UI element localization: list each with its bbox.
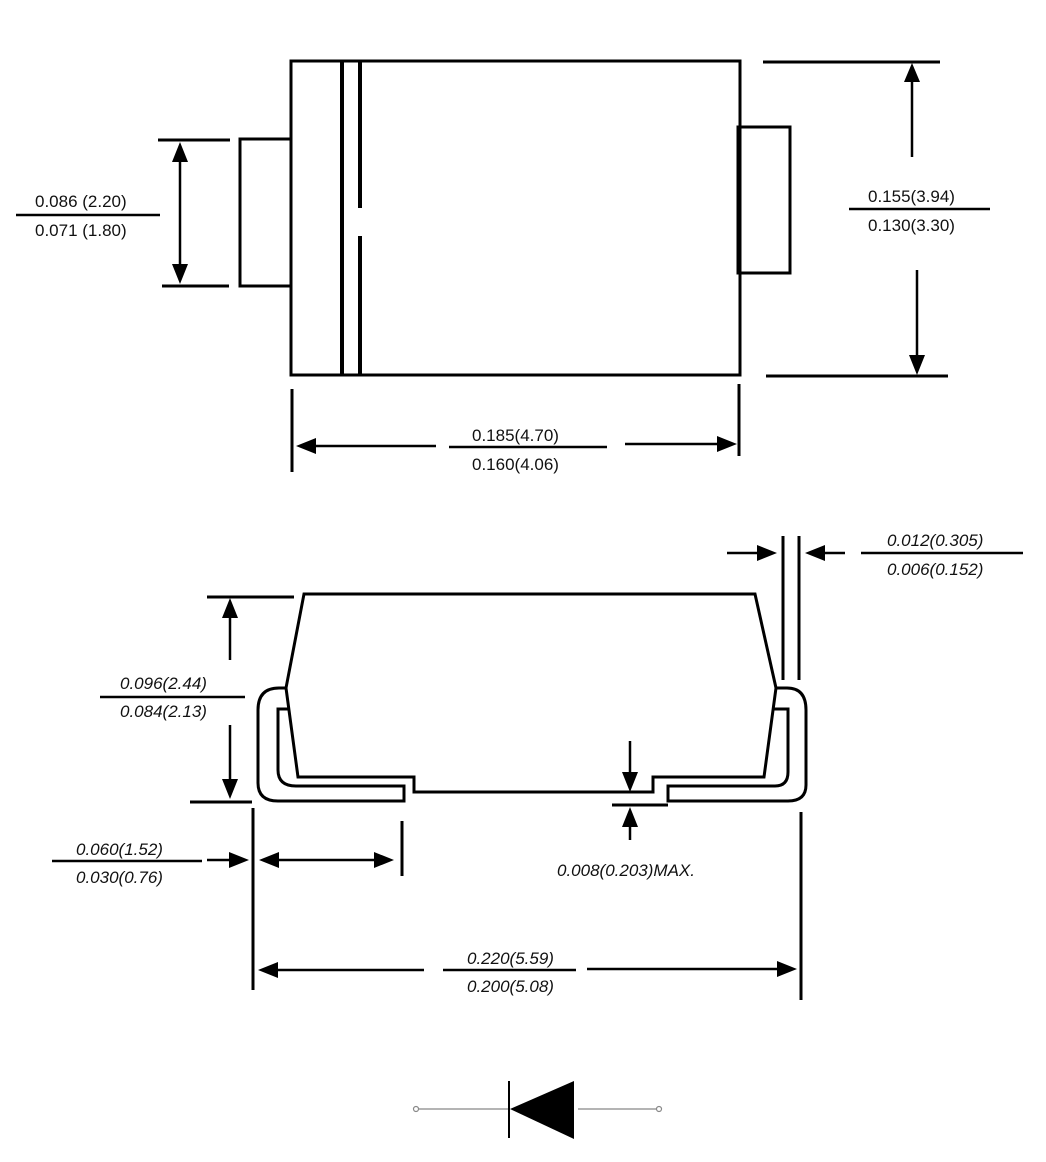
left-lead [238, 137, 293, 288]
arrow-down-icon [622, 772, 638, 792]
arrow-up-icon [172, 142, 188, 162]
arrow-right-icon [374, 852, 394, 868]
lead-height-max: 0.086 (2.20) [35, 192, 127, 211]
overall-height-max: 0.096(2.44) [120, 674, 207, 693]
arrow-right-icon [777, 961, 797, 977]
side-view: 0.012(0.305) 0.006(0.152) 0.096(2.44) 0.… [52, 531, 1023, 1000]
arrow-up-icon [622, 807, 638, 827]
lead-length-min: 0.030(0.76) [76, 868, 163, 887]
left-lead-profile [256, 686, 406, 803]
standoff-max: 0.008(0.203)MAX. [557, 861, 695, 880]
body-length-min: 0.160(4.06) [472, 455, 559, 474]
lead-thickness-min: 0.006(0.152) [887, 560, 983, 579]
arrow-up-icon [222, 598, 238, 618]
arrow-right-icon [757, 545, 777, 561]
lead-height-min: 0.071 (1.80) [35, 221, 127, 240]
arrow-left-icon [805, 545, 825, 561]
diode-symbol-icon [412, 1081, 663, 1139]
arrow-left-icon [258, 962, 278, 978]
lead-length-max: 0.060(1.52) [76, 840, 163, 859]
body-length-max: 0.185(4.70) [472, 426, 559, 445]
overall-length-min: 0.200(5.08) [467, 977, 554, 996]
right-lead [736, 125, 792, 275]
arrow-left-icon [259, 852, 279, 868]
arrow-right-icon [229, 852, 249, 868]
body-profile [284, 592, 778, 794]
top-view: 0.086 (2.20) 0.071 (1.80) 0.155(3.94) 0.… [16, 59, 990, 474]
overall-height-min: 0.084(2.13) [120, 702, 207, 721]
arrow-right-icon [717, 436, 737, 452]
arrow-down-icon [909, 355, 925, 375]
overall-length-max: 0.220(5.59) [467, 949, 554, 968]
right-lead-profile [666, 686, 808, 803]
body-height-max: 0.155(3.94) [868, 187, 955, 206]
arrow-up-icon [904, 63, 920, 82]
arrow-down-icon [222, 779, 238, 799]
body-height-min: 0.130(3.30) [868, 216, 955, 235]
arrow-down-icon [172, 264, 188, 284]
arrow-left-icon [296, 438, 316, 454]
lead-thickness-max: 0.012(0.305) [887, 531, 983, 550]
